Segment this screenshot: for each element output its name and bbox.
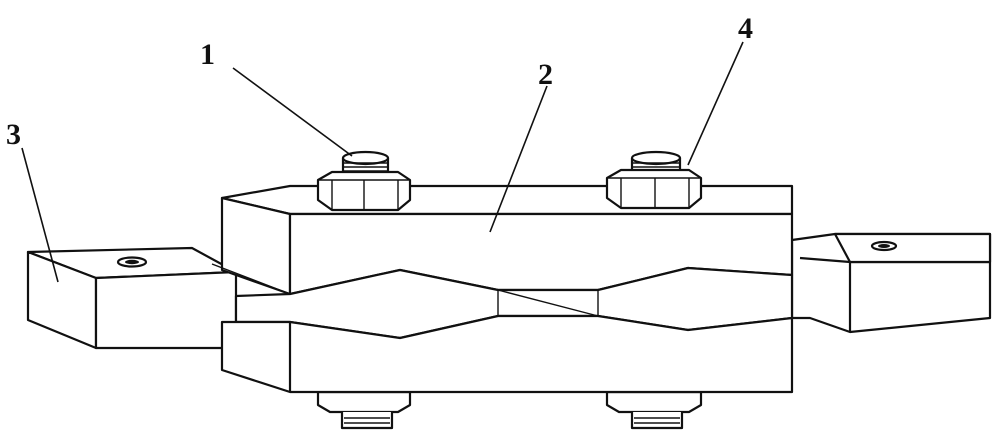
label-clamp-block: 2 xyxy=(538,58,553,91)
bottom-left-nut xyxy=(316,390,412,430)
leader-line-3 xyxy=(21,147,59,283)
leader-line-1 xyxy=(232,67,353,157)
label-end-tab: 3 xyxy=(6,118,21,151)
bottom-right-nut xyxy=(605,390,703,430)
right-end-tab xyxy=(790,232,992,334)
left-bolt xyxy=(316,150,412,212)
lower-clamp-block xyxy=(220,314,794,394)
label-nut: 4 xyxy=(738,12,753,45)
leader-line-2 xyxy=(489,85,548,233)
right-bolt xyxy=(605,150,703,210)
leader-line-4 xyxy=(687,41,744,166)
label-bolt: 1 xyxy=(200,38,215,71)
left-end-tab xyxy=(26,246,238,350)
